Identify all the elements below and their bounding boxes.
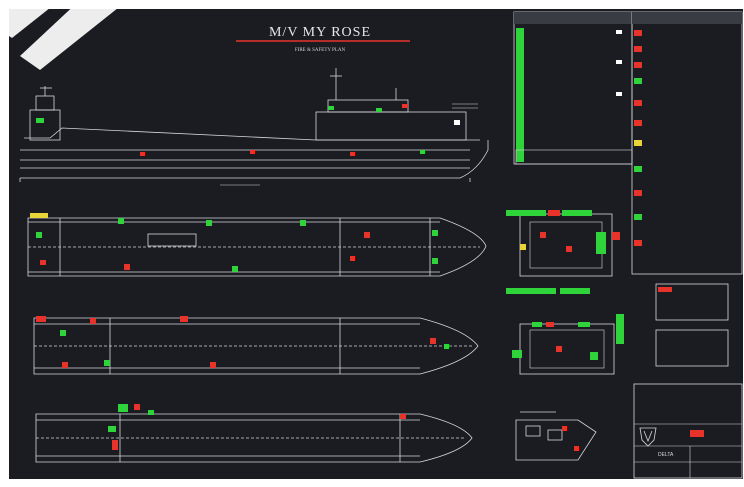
watermark-stripe [0, 0, 128, 70]
drawing-sheet [9, 9, 743, 479]
profile-view [19, 68, 489, 182]
company-name: DELTA [658, 452, 674, 458]
plan-title: M/V MY ROSE [269, 25, 371, 40]
title-block [633, 383, 743, 479]
revision-box [655, 329, 729, 367]
forecastle-detail [515, 411, 597, 461]
notes-box [655, 283, 729, 321]
plan-subtitle: FIRE & SAFETY PLAN [295, 48, 346, 53]
bridge-deck-detail [506, 210, 620, 294]
deck-plan-middle [33, 317, 479, 375]
forecastle-markers [562, 426, 579, 451]
deck-plan-lower [35, 413, 473, 463]
shield-v-logo-icon [639, 427, 657, 447]
symbol-legend-table-right [631, 11, 743, 275]
deck-plan-upper-markers [30, 213, 438, 272]
deck-plan-middle-markers [36, 316, 449, 368]
deck-plan-upper [27, 217, 487, 277]
deck-plan-lower-markers [108, 404, 406, 450]
navigation-deck-detail [512, 314, 624, 375]
profile-annotations [36, 103, 478, 186]
